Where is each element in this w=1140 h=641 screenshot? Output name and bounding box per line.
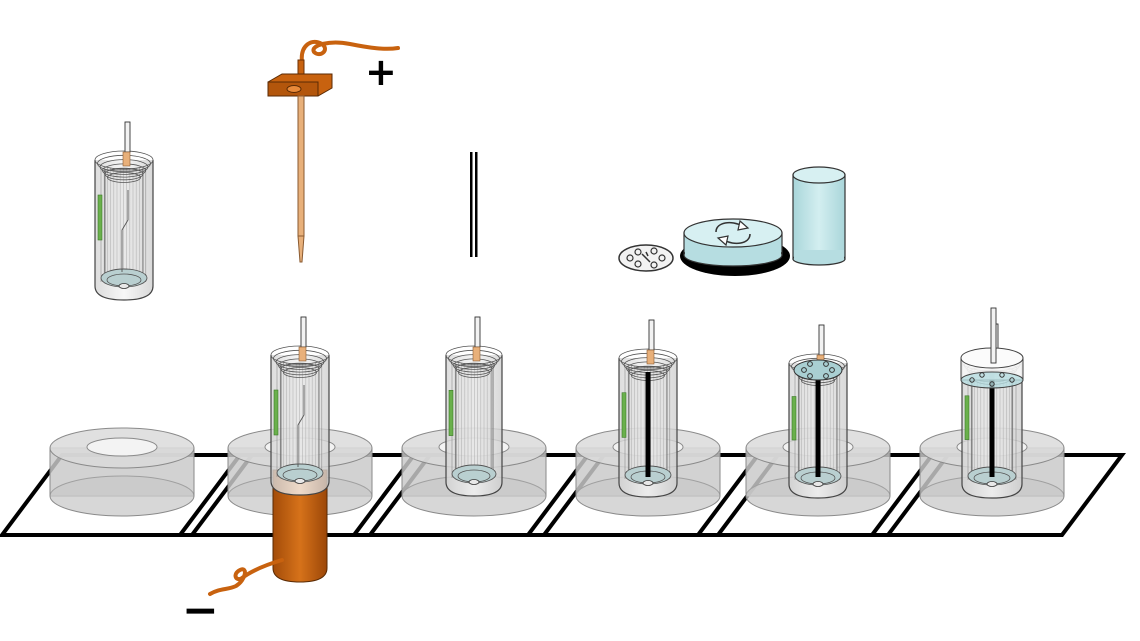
feed-tab — [474, 316, 481, 348]
negative-terminal-sign: − — [182, 585, 219, 636]
perforated-plate-installed — [793, 359, 843, 381]
station-4 — [524, 319, 782, 537]
cap-installed — [960, 307, 1024, 389]
wood-plug — [646, 349, 655, 365]
graphite-rod-installed — [815, 372, 821, 477]
feed-tab — [818, 324, 825, 356]
cap-feed-tab — [990, 307, 997, 364]
cap-hole — [1009, 377, 1015, 383]
positive-lead-wire — [299, 39, 400, 64]
feed-tab — [648, 319, 655, 351]
cap-plate — [960, 371, 1024, 389]
tube-drain-hole — [118, 283, 130, 289]
electrode-tube — [270, 316, 330, 496]
feed-tab — [124, 121, 131, 153]
clamp-screw-hole — [286, 85, 302, 93]
plate-hole — [829, 367, 835, 373]
recycle-arrows-icon — [715, 219, 751, 247]
ring-base-bottom — [49, 475, 195, 517]
screw-cap — [680, 218, 790, 276]
inner-guide — [297, 385, 305, 467]
tube-top-ring — [458, 367, 490, 378]
station-5 — [694, 324, 952, 537]
tube-drain-hole — [294, 478, 306, 484]
wood-plug — [298, 346, 307, 362]
membrane-strip — [791, 396, 797, 441]
graphite-rod — [470, 152, 478, 257]
tube-top-ring — [104, 167, 144, 181]
cap-hole — [979, 372, 985, 378]
tube-drain-hole — [468, 479, 480, 485]
membrane-strip — [621, 392, 627, 438]
membrane-strip — [964, 395, 970, 440]
tube-drain-hole — [642, 480, 654, 486]
inner-guide — [121, 190, 129, 272]
wood-plug — [472, 346, 481, 362]
tube-top-ring — [270, 345, 330, 365]
positive-terminal-sign: + — [365, 50, 397, 94]
plate-hole — [801, 367, 807, 373]
station-6 — [868, 307, 1126, 537]
tube-top-ring — [283, 367, 317, 378]
cap-hole — [989, 381, 995, 387]
electrode-tip — [297, 235, 305, 263]
tube-drain-hole — [986, 481, 998, 487]
cap-hole — [999, 372, 1005, 378]
cap-hole — [969, 377, 975, 383]
negative-lead — [208, 558, 284, 596]
membrane-strip — [448, 389, 454, 436]
plate-hole — [823, 361, 829, 367]
copper-cathode-sleeve — [272, 469, 328, 583]
tube-top-ring — [107, 172, 141, 183]
ring-base-hole — [86, 437, 158, 457]
perforated-disc-icon — [618, 244, 674, 272]
graphite-rod-installed — [645, 372, 651, 477]
membrane-strip — [97, 194, 103, 241]
assembly-stations — [0, 307, 1126, 583]
tube-top-ring — [618, 348, 678, 368]
membrane-strip — [273, 389, 279, 436]
tube-top-ring — [455, 362, 493, 376]
station-1 — [0, 427, 256, 537]
inner-cylinder — [280, 364, 320, 471]
plate-disc — [793, 359, 843, 381]
wood-plug — [122, 151, 131, 167]
station-2 — [176, 316, 434, 583]
tube-drain-hole — [812, 481, 824, 487]
inner-cylinder — [104, 169, 144, 276]
plate-hole — [807, 361, 813, 367]
cylinder-jar — [792, 166, 846, 266]
tube-top-ring — [94, 150, 154, 170]
plate-hole — [823, 373, 829, 379]
graphite-rod-installed — [989, 372, 995, 477]
station-3 — [350, 316, 608, 537]
plate-hole — [807, 373, 813, 379]
copper-anode-assembly — [267, 39, 400, 263]
tube-top-ring — [280, 362, 320, 376]
negative-lead-wire — [208, 558, 284, 596]
wooden-electrode-rod — [297, 95, 305, 237]
tube-top-ring — [445, 345, 503, 365]
inner-cylinder — [455, 364, 493, 472]
electrode-tube — [94, 121, 154, 301]
electrode-tube — [445, 316, 503, 497]
loose-electrode-tube — [94, 121, 154, 301]
feed-tab — [300, 316, 307, 348]
